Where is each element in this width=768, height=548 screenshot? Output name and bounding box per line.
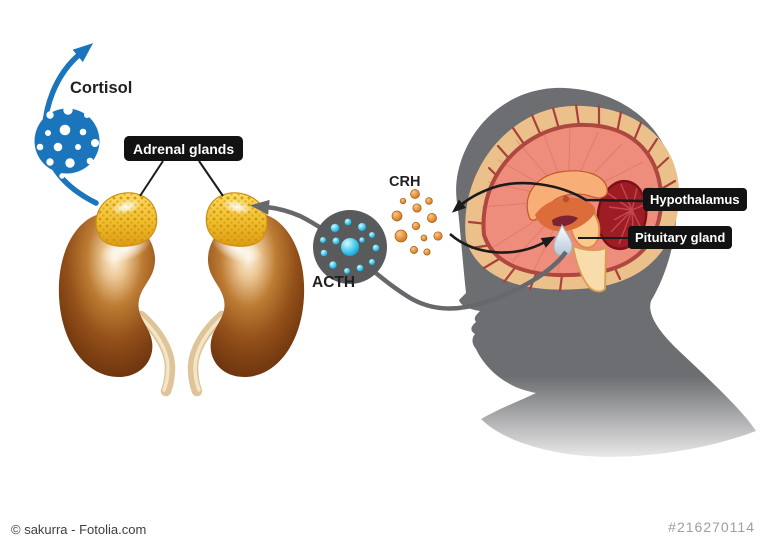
copyright-credit: © sakurra - Fotolia.com — [11, 522, 147, 537]
hypothalamus-label: Hypothalamus — [643, 188, 747, 211]
acth-to-adrenal-arrow — [250, 199, 568, 311]
thalamus — [535, 197, 596, 232]
brainstem — [571, 244, 607, 293]
image-number: #216270114 — [668, 519, 755, 535]
adrenal-glands-label: Adrenal glands — [124, 136, 244, 161]
cortisol-molecules-icon — [34, 105, 104, 179]
acth-label: ACTH — [312, 274, 356, 291]
crh-molecules-icon — [391, 189, 443, 256]
crh-to-pituitary-arrow — [449, 233, 556, 254]
adrenal-label-line-right — [198, 160, 224, 197]
cortisol-label: Cortisol — [70, 79, 133, 97]
pituitary-gland-label: Pituitary gland — [628, 226, 733, 249]
hypothalamus-to-crh-arrow — [451, 181, 644, 213]
kidneys-and-adrenal-glands — [58, 193, 304, 397]
crh-label: CRH — [389, 174, 421, 190]
acth-molecules-icon — [313, 210, 387, 284]
adrenal-label-line-left — [139, 160, 164, 197]
hypothalamus-region — [552, 215, 578, 227]
